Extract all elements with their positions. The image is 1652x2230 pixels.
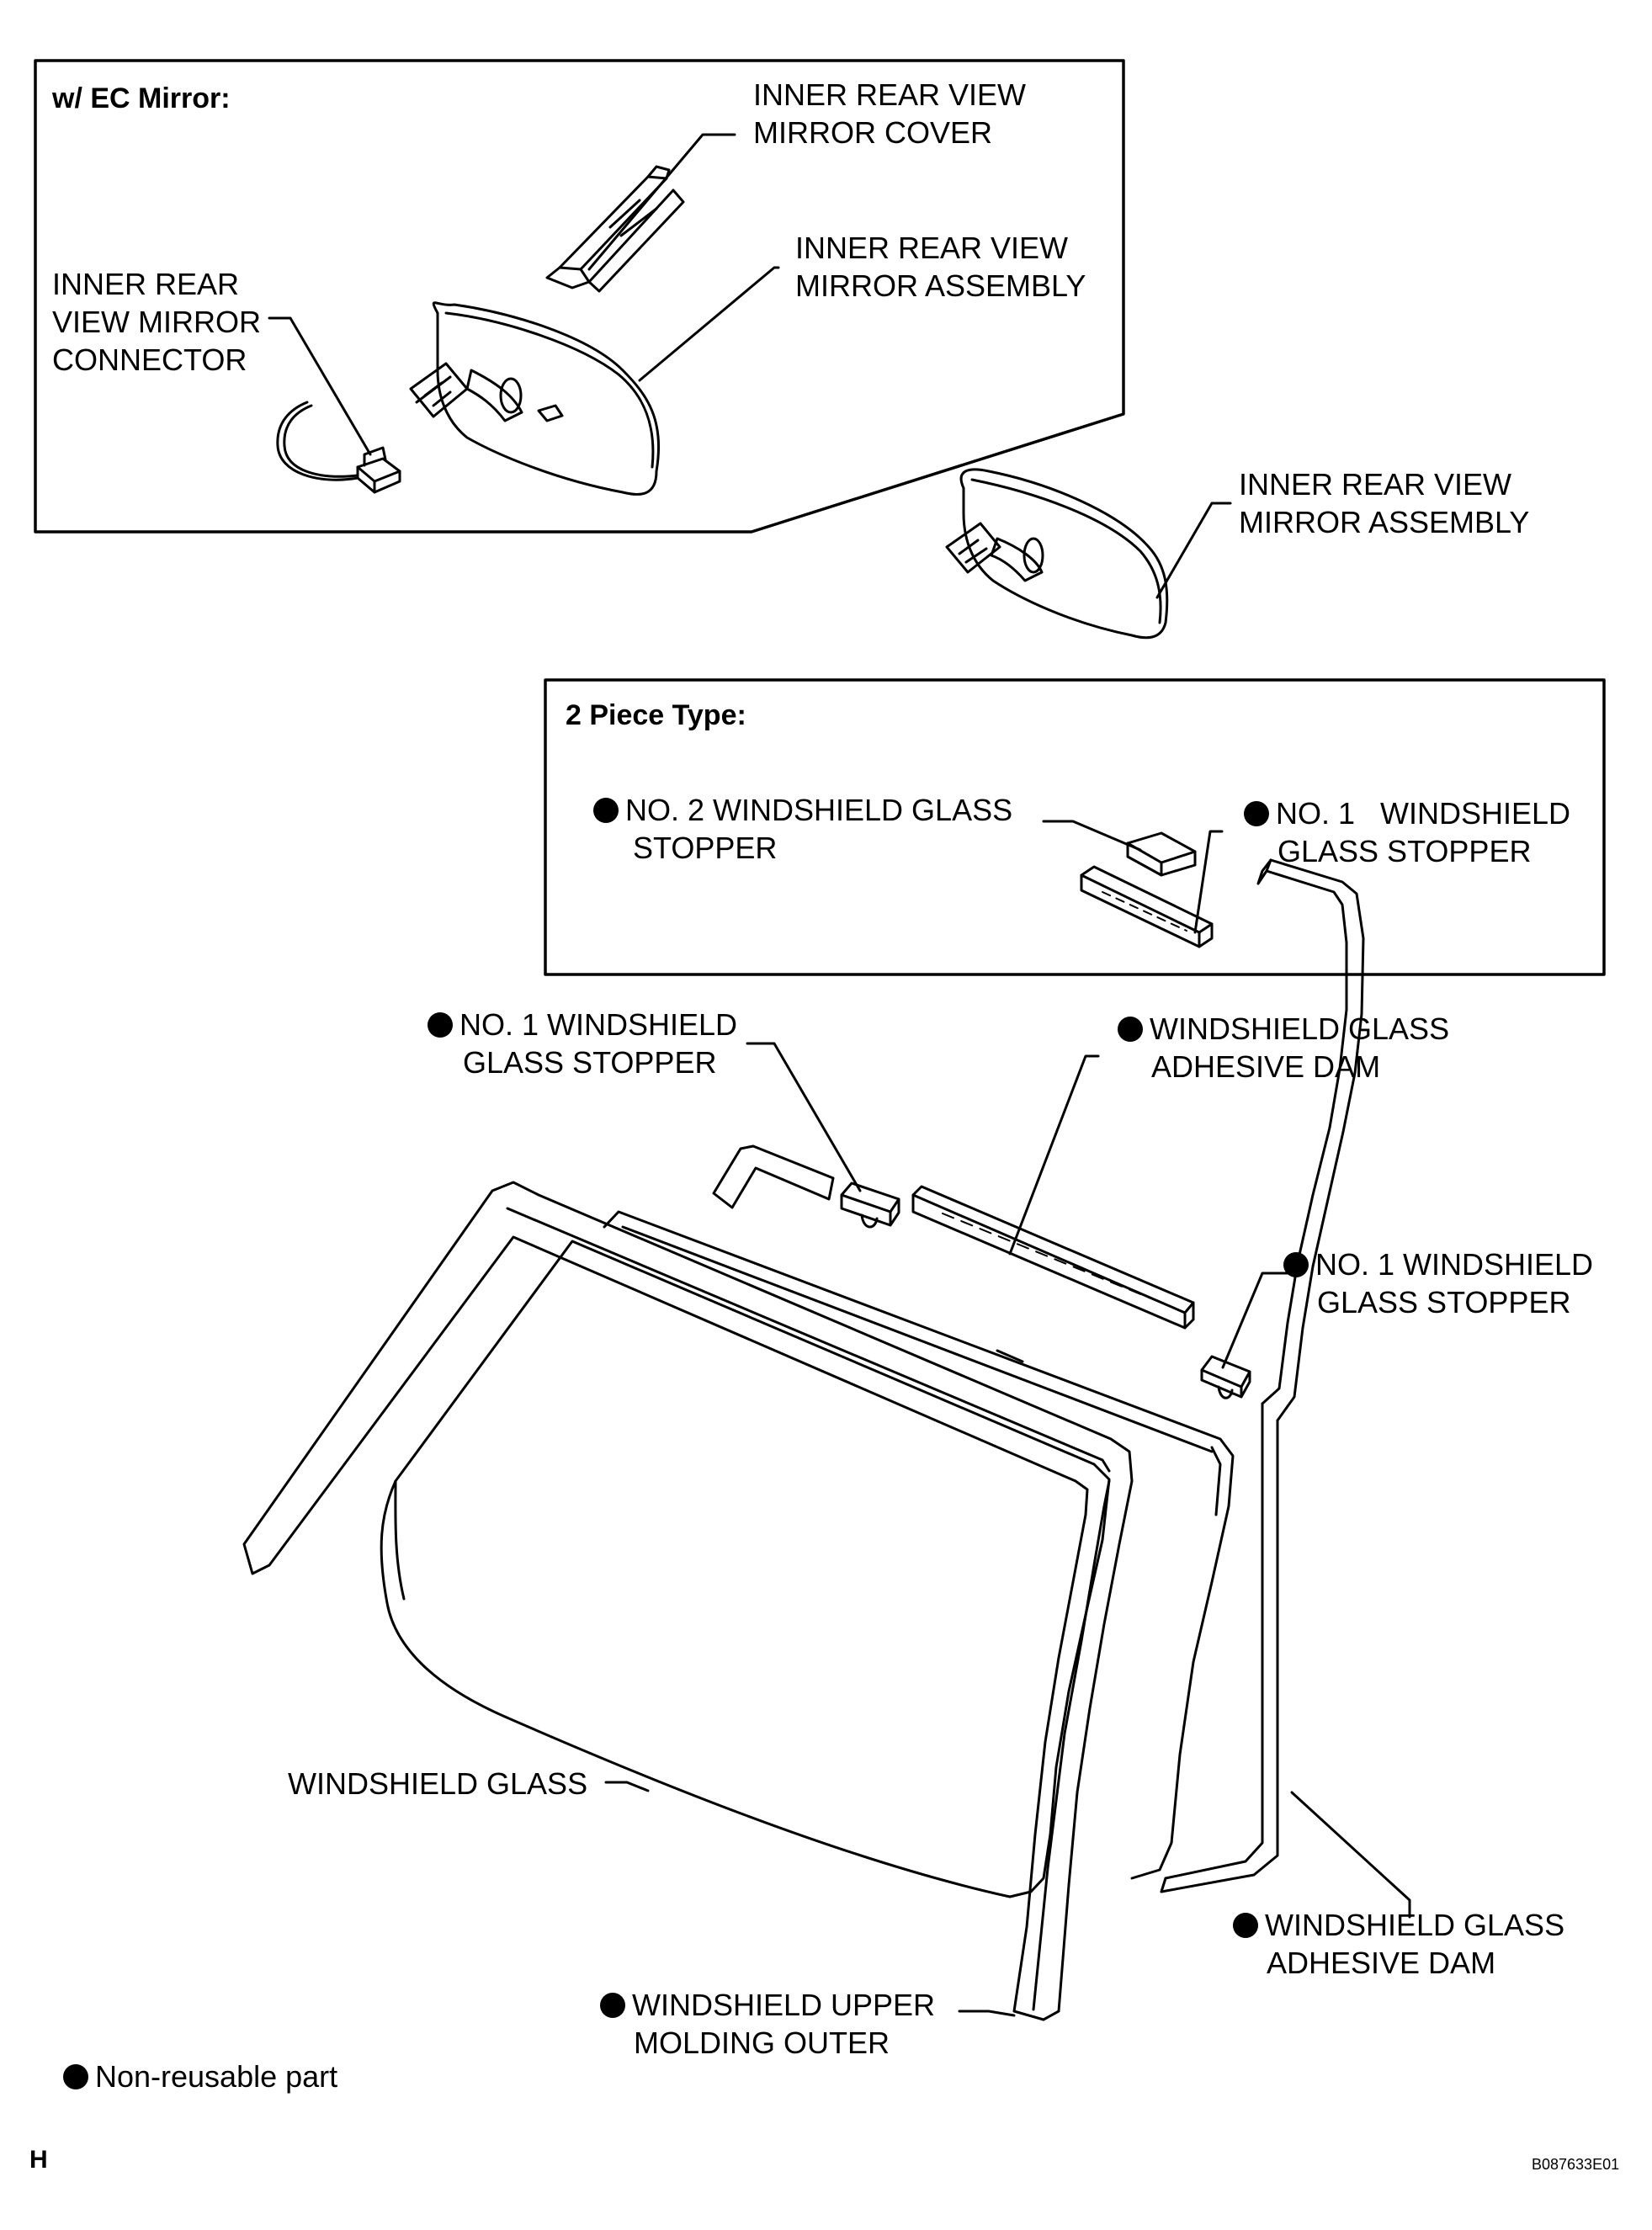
label-no1-stopper-box: NO. 1 WINDSHIELD GLASS STOPPER bbox=[1244, 794, 1570, 870]
non-reusable-icon bbox=[600, 1993, 625, 2018]
leader-no1-left bbox=[746, 1042, 862, 1192]
leader-mirror-assembly-ec bbox=[638, 266, 780, 382]
leader-no1-box bbox=[1193, 830, 1224, 934]
non-reusable-icon bbox=[1244, 801, 1269, 826]
label-no1-stopper-right: NO. 1 WINDSHIELD GLASS STOPPER bbox=[1283, 1245, 1593, 1321]
two-piece-panel-title: 2 Piece Type: bbox=[566, 699, 746, 731]
leader-no2-box bbox=[1042, 820, 1142, 852]
leader-windshield-glass bbox=[604, 1781, 650, 1792]
leader-mirror-assembly bbox=[1155, 502, 1232, 599]
no1-stopper-left-drawing bbox=[840, 1181, 900, 1229]
adhesive-dam-drawing bbox=[1160, 858, 1365, 1893]
leader-mirror-connector bbox=[268, 316, 372, 456]
mirror-cover-drawing bbox=[545, 165, 685, 293]
label-mirror-assembly-ec: INNER REAR VIEW MIRROR ASSEMBLY bbox=[795, 231, 1086, 303]
non-reusable-icon bbox=[1283, 1252, 1309, 1277]
leader-adhesive-dam-top bbox=[1008, 1054, 1100, 1256]
label-upper-molding: WINDSHIELD UPPER MOLDING OUTER bbox=[600, 1986, 935, 2062]
leader-adhesive-dam-bottom bbox=[1290, 1791, 1411, 1919]
mirror-assembly-drawing bbox=[945, 468, 1169, 640]
upper-molding-drawing bbox=[242, 1181, 1134, 2021]
label-windshield-glass: WINDSHIELD GLASS bbox=[288, 1766, 588, 1801]
non-reusable-icon bbox=[1118, 1017, 1143, 1042]
ec-mirror-panel-title: w/ EC Mirror: bbox=[52, 82, 231, 114]
non-reusable-icon bbox=[593, 798, 619, 823]
mirror-assembly-ec-drawing bbox=[409, 301, 661, 496]
non-reusable-icon bbox=[63, 2064, 88, 2089]
label-no1-stopper-left: NO. 1 WINDSHIELD GLASS STOPPER bbox=[428, 1006, 737, 1081]
ec-mirror-panel-frame bbox=[34, 59, 1125, 534]
windshield-glass-drawing bbox=[380, 1240, 1111, 1898]
two-piece-panel-frame bbox=[544, 678, 1606, 976]
two-piece-stoppers-drawing bbox=[1080, 831, 1214, 948]
label-mirror-assembly: INNER REAR VIEW MIRROR ASSEMBLY bbox=[1239, 467, 1530, 539]
non-reusable-icon bbox=[1233, 1913, 1258, 1938]
leader-mirror-cover bbox=[587, 133, 736, 271]
figure-code: B087633E01 bbox=[1532, 2156, 1620, 2173]
windshield-glass-back-outline bbox=[603, 1210, 1235, 1880]
adhesive-dam-left-corner bbox=[712, 1144, 835, 1209]
label-adhesive-dam-top: WINDSHIELD GLASS ADHESIVE DAM bbox=[1118, 1010, 1449, 1086]
label-adhesive-dam-bottom: WINDSHIELD GLASS ADHESIVE DAM bbox=[1233, 1906, 1564, 1982]
no1-stopper-right-drawing bbox=[1200, 1355, 1251, 1399]
label-mirror-connector: INNER REAR VIEW MIRROR CONNECTOR bbox=[52, 267, 261, 377]
adhesive-dam-top-drawing bbox=[911, 1185, 1195, 1330]
leader-upper-molding bbox=[958, 2010, 1016, 2017]
corner-letter: H bbox=[29, 2146, 48, 2174]
legend-non-reusable: Non-reusable part bbox=[63, 2057, 337, 2095]
label-mirror-cover: INNER REAR VIEW MIRROR COVER bbox=[753, 77, 1027, 150]
mirror-connector-drawing bbox=[276, 401, 401, 494]
label-no2-stopper-box: NO. 2 WINDSHIELD GLASS STOPPER bbox=[593, 791, 1012, 867]
non-reusable-icon bbox=[428, 1012, 453, 1038]
